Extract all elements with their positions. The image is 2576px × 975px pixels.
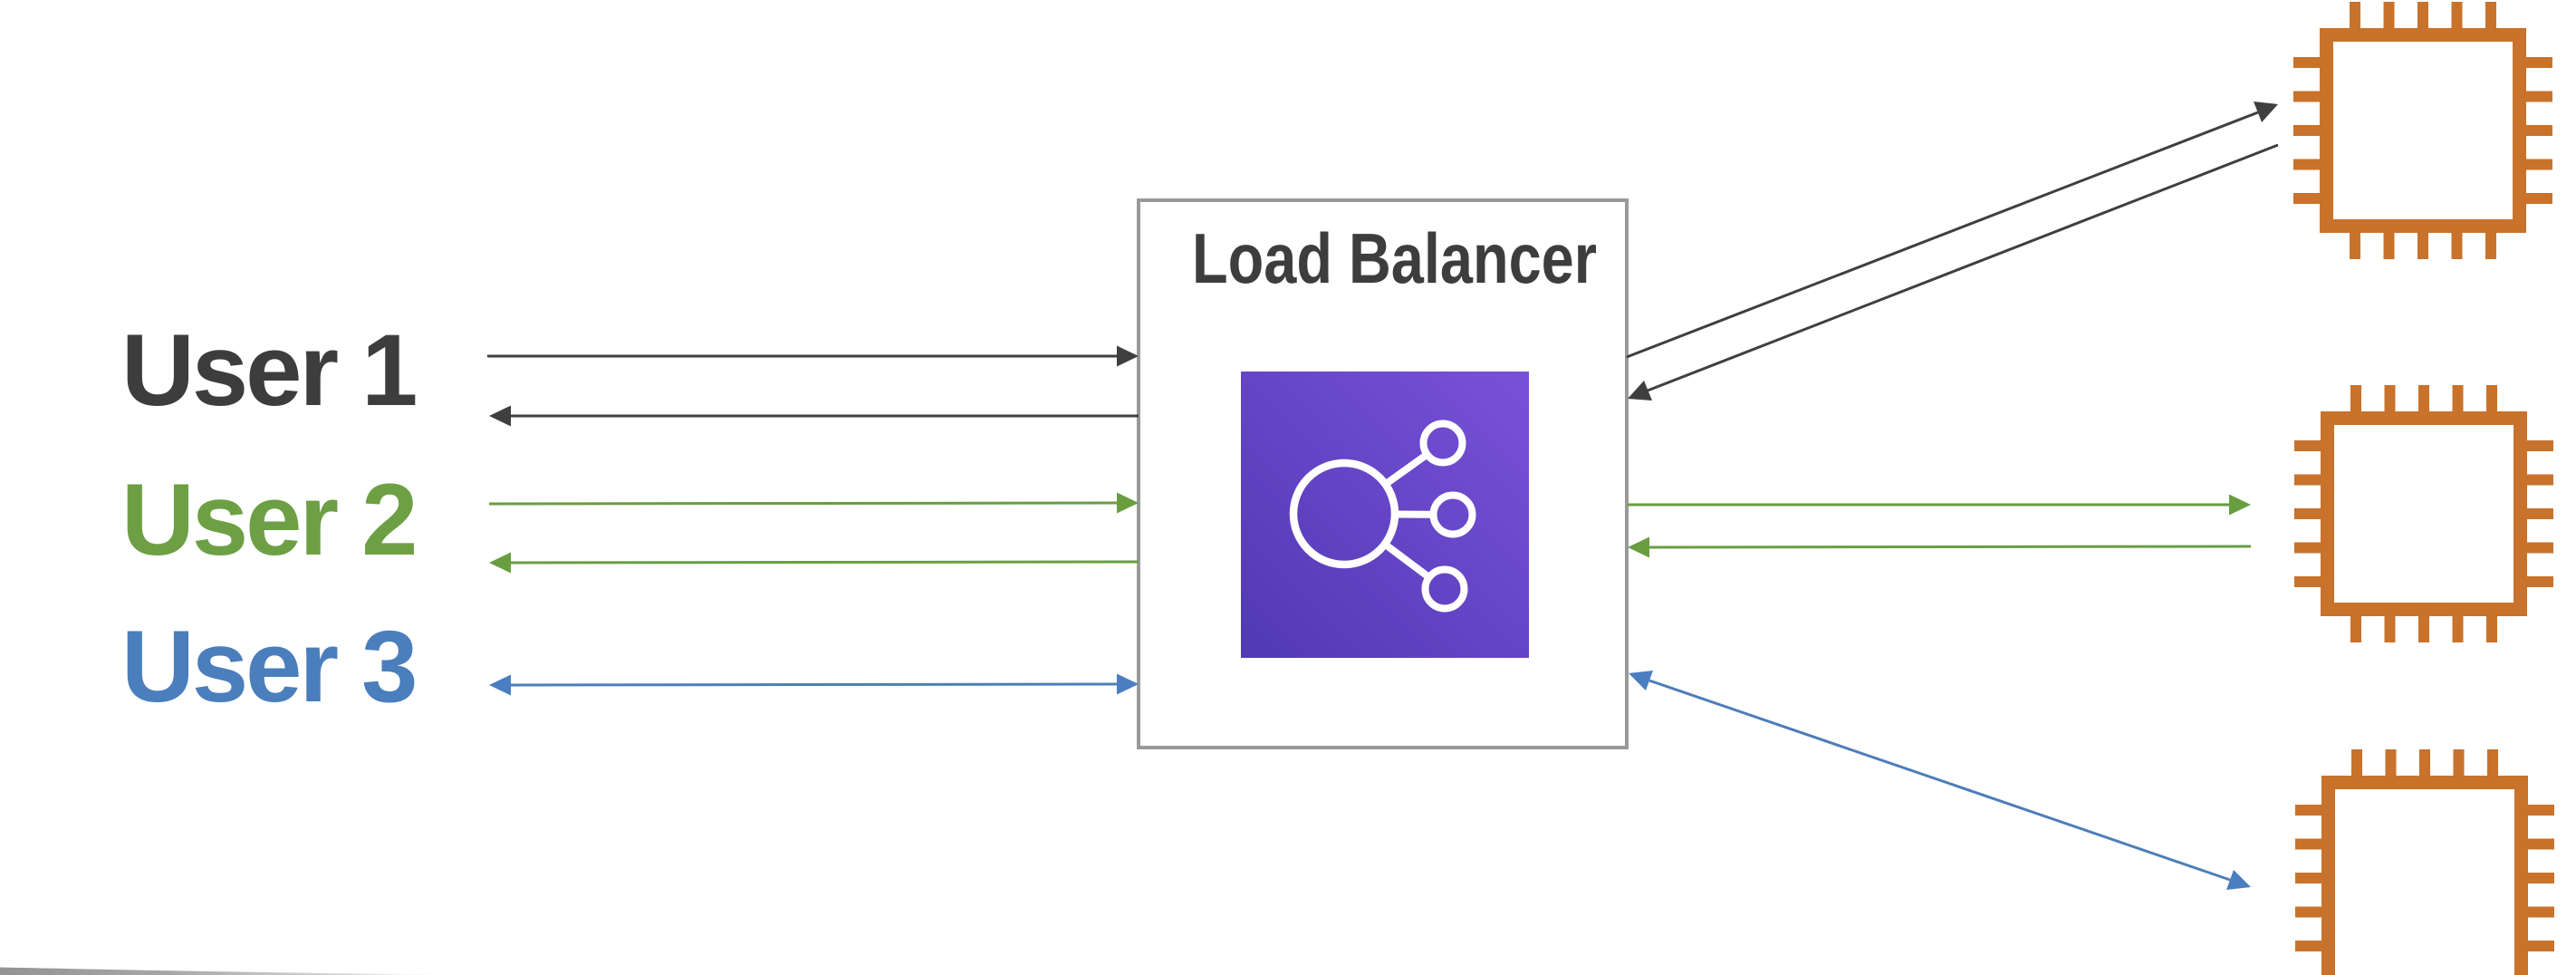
svg-text:User 2: User 2 <box>121 463 415 576</box>
svg-text:User 1: User 1 <box>121 314 416 427</box>
svg-text:User 3: User 3 <box>121 610 415 723</box>
svg-text:Load Balancer: Load Balancer <box>1192 218 1597 298</box>
